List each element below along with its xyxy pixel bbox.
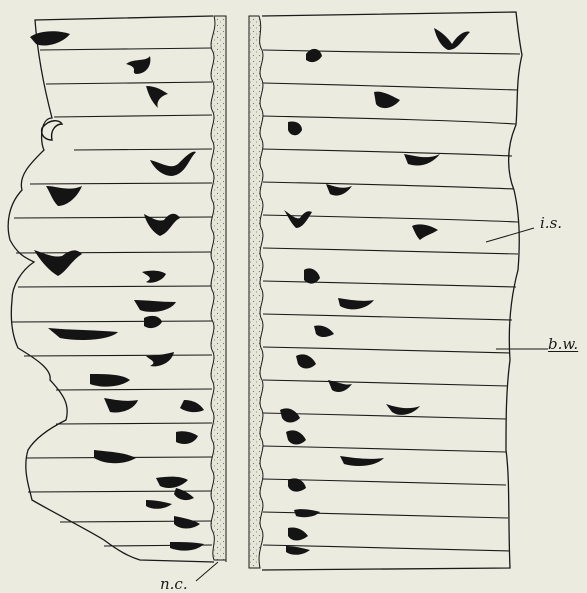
mark xyxy=(174,488,194,500)
mark xyxy=(286,430,306,444)
mark xyxy=(434,28,470,50)
mark xyxy=(176,431,198,444)
mark xyxy=(412,224,438,240)
mark xyxy=(142,271,166,283)
mark xyxy=(340,456,384,466)
mark xyxy=(374,92,400,108)
nc-pointer-line xyxy=(196,562,218,581)
mark xyxy=(104,398,138,413)
left-septa xyxy=(12,48,212,546)
mark xyxy=(294,509,320,517)
mark xyxy=(284,210,312,228)
right-septa xyxy=(263,50,520,551)
mark xyxy=(288,527,308,540)
mark xyxy=(126,56,150,74)
mark xyxy=(90,374,130,387)
mark xyxy=(156,477,188,488)
mark xyxy=(296,354,316,368)
body-wall-label: b.w. xyxy=(548,335,578,353)
mark xyxy=(144,316,162,328)
mark xyxy=(150,152,196,176)
nerve-cord xyxy=(211,16,263,568)
mark xyxy=(304,268,320,283)
mark xyxy=(34,250,82,276)
mark xyxy=(288,121,302,135)
nerve-cord-left-band xyxy=(211,16,226,560)
mark xyxy=(134,300,176,312)
intersegmental-septum-label: i.s. xyxy=(540,214,562,232)
mark xyxy=(46,186,82,206)
is-pointer-line xyxy=(486,228,534,242)
mark xyxy=(146,352,174,366)
mark xyxy=(48,328,118,340)
right-marks xyxy=(280,28,470,555)
left-marks xyxy=(30,31,204,550)
mark xyxy=(286,546,310,555)
mark xyxy=(174,516,200,529)
mark xyxy=(170,542,204,551)
nerve-cord-label: n.c. xyxy=(160,575,188,593)
body-outline xyxy=(8,12,522,570)
mark xyxy=(180,400,204,412)
mark xyxy=(326,184,352,196)
mark xyxy=(338,298,374,309)
mark xyxy=(146,86,168,108)
mark xyxy=(386,404,420,415)
mark xyxy=(280,408,300,422)
mark xyxy=(94,450,136,463)
mark xyxy=(146,500,172,509)
nerve-cord-right-band xyxy=(249,16,263,568)
mark xyxy=(404,154,440,166)
mark xyxy=(314,325,334,337)
